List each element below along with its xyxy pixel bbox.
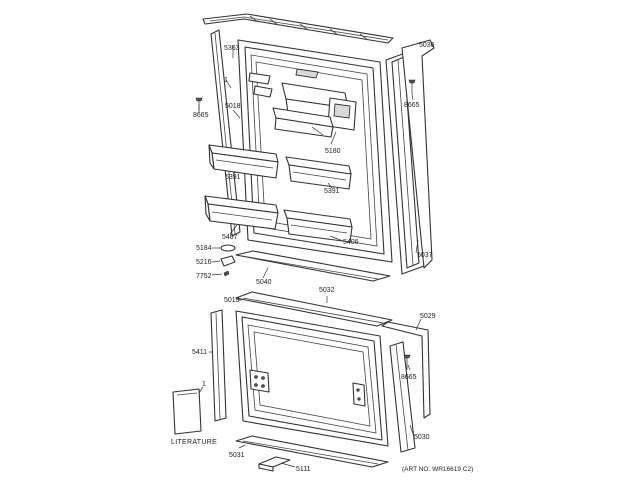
part-lower-hinge-block-right bbox=[352, 382, 366, 407]
part-screw-upper-right bbox=[408, 79, 416, 94]
callout-5180: 5180 bbox=[325, 148, 341, 155]
part-screw-lower-right bbox=[403, 354, 411, 370]
art-number: (ART NO. WR16619 C2) bbox=[402, 466, 473, 473]
part-door-bin-5391-right bbox=[285, 156, 352, 190]
part-lower-hinge-block bbox=[249, 369, 270, 393]
callout-1-lower: 1 bbox=[202, 381, 206, 388]
callout-5036: 5036 bbox=[419, 42, 435, 49]
callout-5391-left: 5391 bbox=[225, 174, 241, 181]
callout-5391-right: 5391 bbox=[324, 188, 340, 195]
callout-5018: 5018 bbox=[225, 103, 241, 110]
part-door-bin-5407 bbox=[204, 195, 279, 230]
part-door-bin-5406 bbox=[283, 209, 353, 243]
callout-5031: 5031 bbox=[229, 452, 245, 459]
callout-1-upper: 1 bbox=[224, 77, 228, 84]
part-left-strip-5411 bbox=[210, 309, 227, 422]
callout-5040: 5040 bbox=[256, 279, 272, 286]
literature-label: LITERATURE bbox=[171, 439, 217, 446]
part-top-trim-5032 bbox=[235, 291, 393, 327]
callout-5184: 5184 bbox=[196, 245, 212, 252]
callout-5216: 5216 bbox=[196, 259, 212, 266]
part-small-7752 bbox=[223, 270, 230, 277]
callout-labels: 5363 5036 1 8665 8665 5018 5180 5391 539… bbox=[171, 42, 473, 473]
part-gasket-5030 bbox=[389, 341, 416, 453]
callout-7752: 7752 bbox=[196, 273, 212, 280]
part-door-bin-5391-left bbox=[208, 144, 279, 179]
callout-5406: 5406 bbox=[343, 239, 359, 246]
callout-8665-lower: 8665 bbox=[401, 374, 417, 381]
part-hinge-clips bbox=[248, 68, 319, 98]
callout-5037: 5037 bbox=[417, 252, 433, 259]
part-gasket-5029 bbox=[381, 321, 431, 419]
callout-8665-upper-left: 8665 bbox=[193, 112, 209, 119]
callout-5407: 5407 bbox=[222, 234, 238, 241]
part-literature-booklet bbox=[172, 388, 202, 435]
callout-5363: 5363 bbox=[224, 45, 240, 52]
part-outer-gasket-strip bbox=[401, 39, 435, 269]
callout-5029: 5029 bbox=[420, 313, 436, 320]
part-small-5216 bbox=[220, 255, 236, 267]
callout-8665-upper-right: 8665 bbox=[404, 102, 420, 109]
part-bracket-5111 bbox=[258, 456, 291, 472]
part-top-trim bbox=[202, 13, 394, 44]
leader-lines bbox=[198, 45, 422, 468]
part-dairy-bin bbox=[281, 82, 357, 131]
part-bottom-trim-5040 bbox=[235, 250, 391, 282]
callout-5111: 5111 bbox=[296, 466, 311, 473]
part-bottom-trim-5031 bbox=[235, 435, 389, 468]
part-shelf-5180 bbox=[272, 107, 334, 138]
callout-5019: 5019 bbox=[224, 297, 240, 304]
part-lower-door-liner bbox=[235, 310, 389, 447]
callout-5032: 5032 bbox=[319, 287, 335, 294]
callout-5411: 5411 bbox=[192, 349, 207, 356]
callout-5030: 5030 bbox=[414, 434, 430, 441]
part-small-5184 bbox=[220, 244, 236, 252]
